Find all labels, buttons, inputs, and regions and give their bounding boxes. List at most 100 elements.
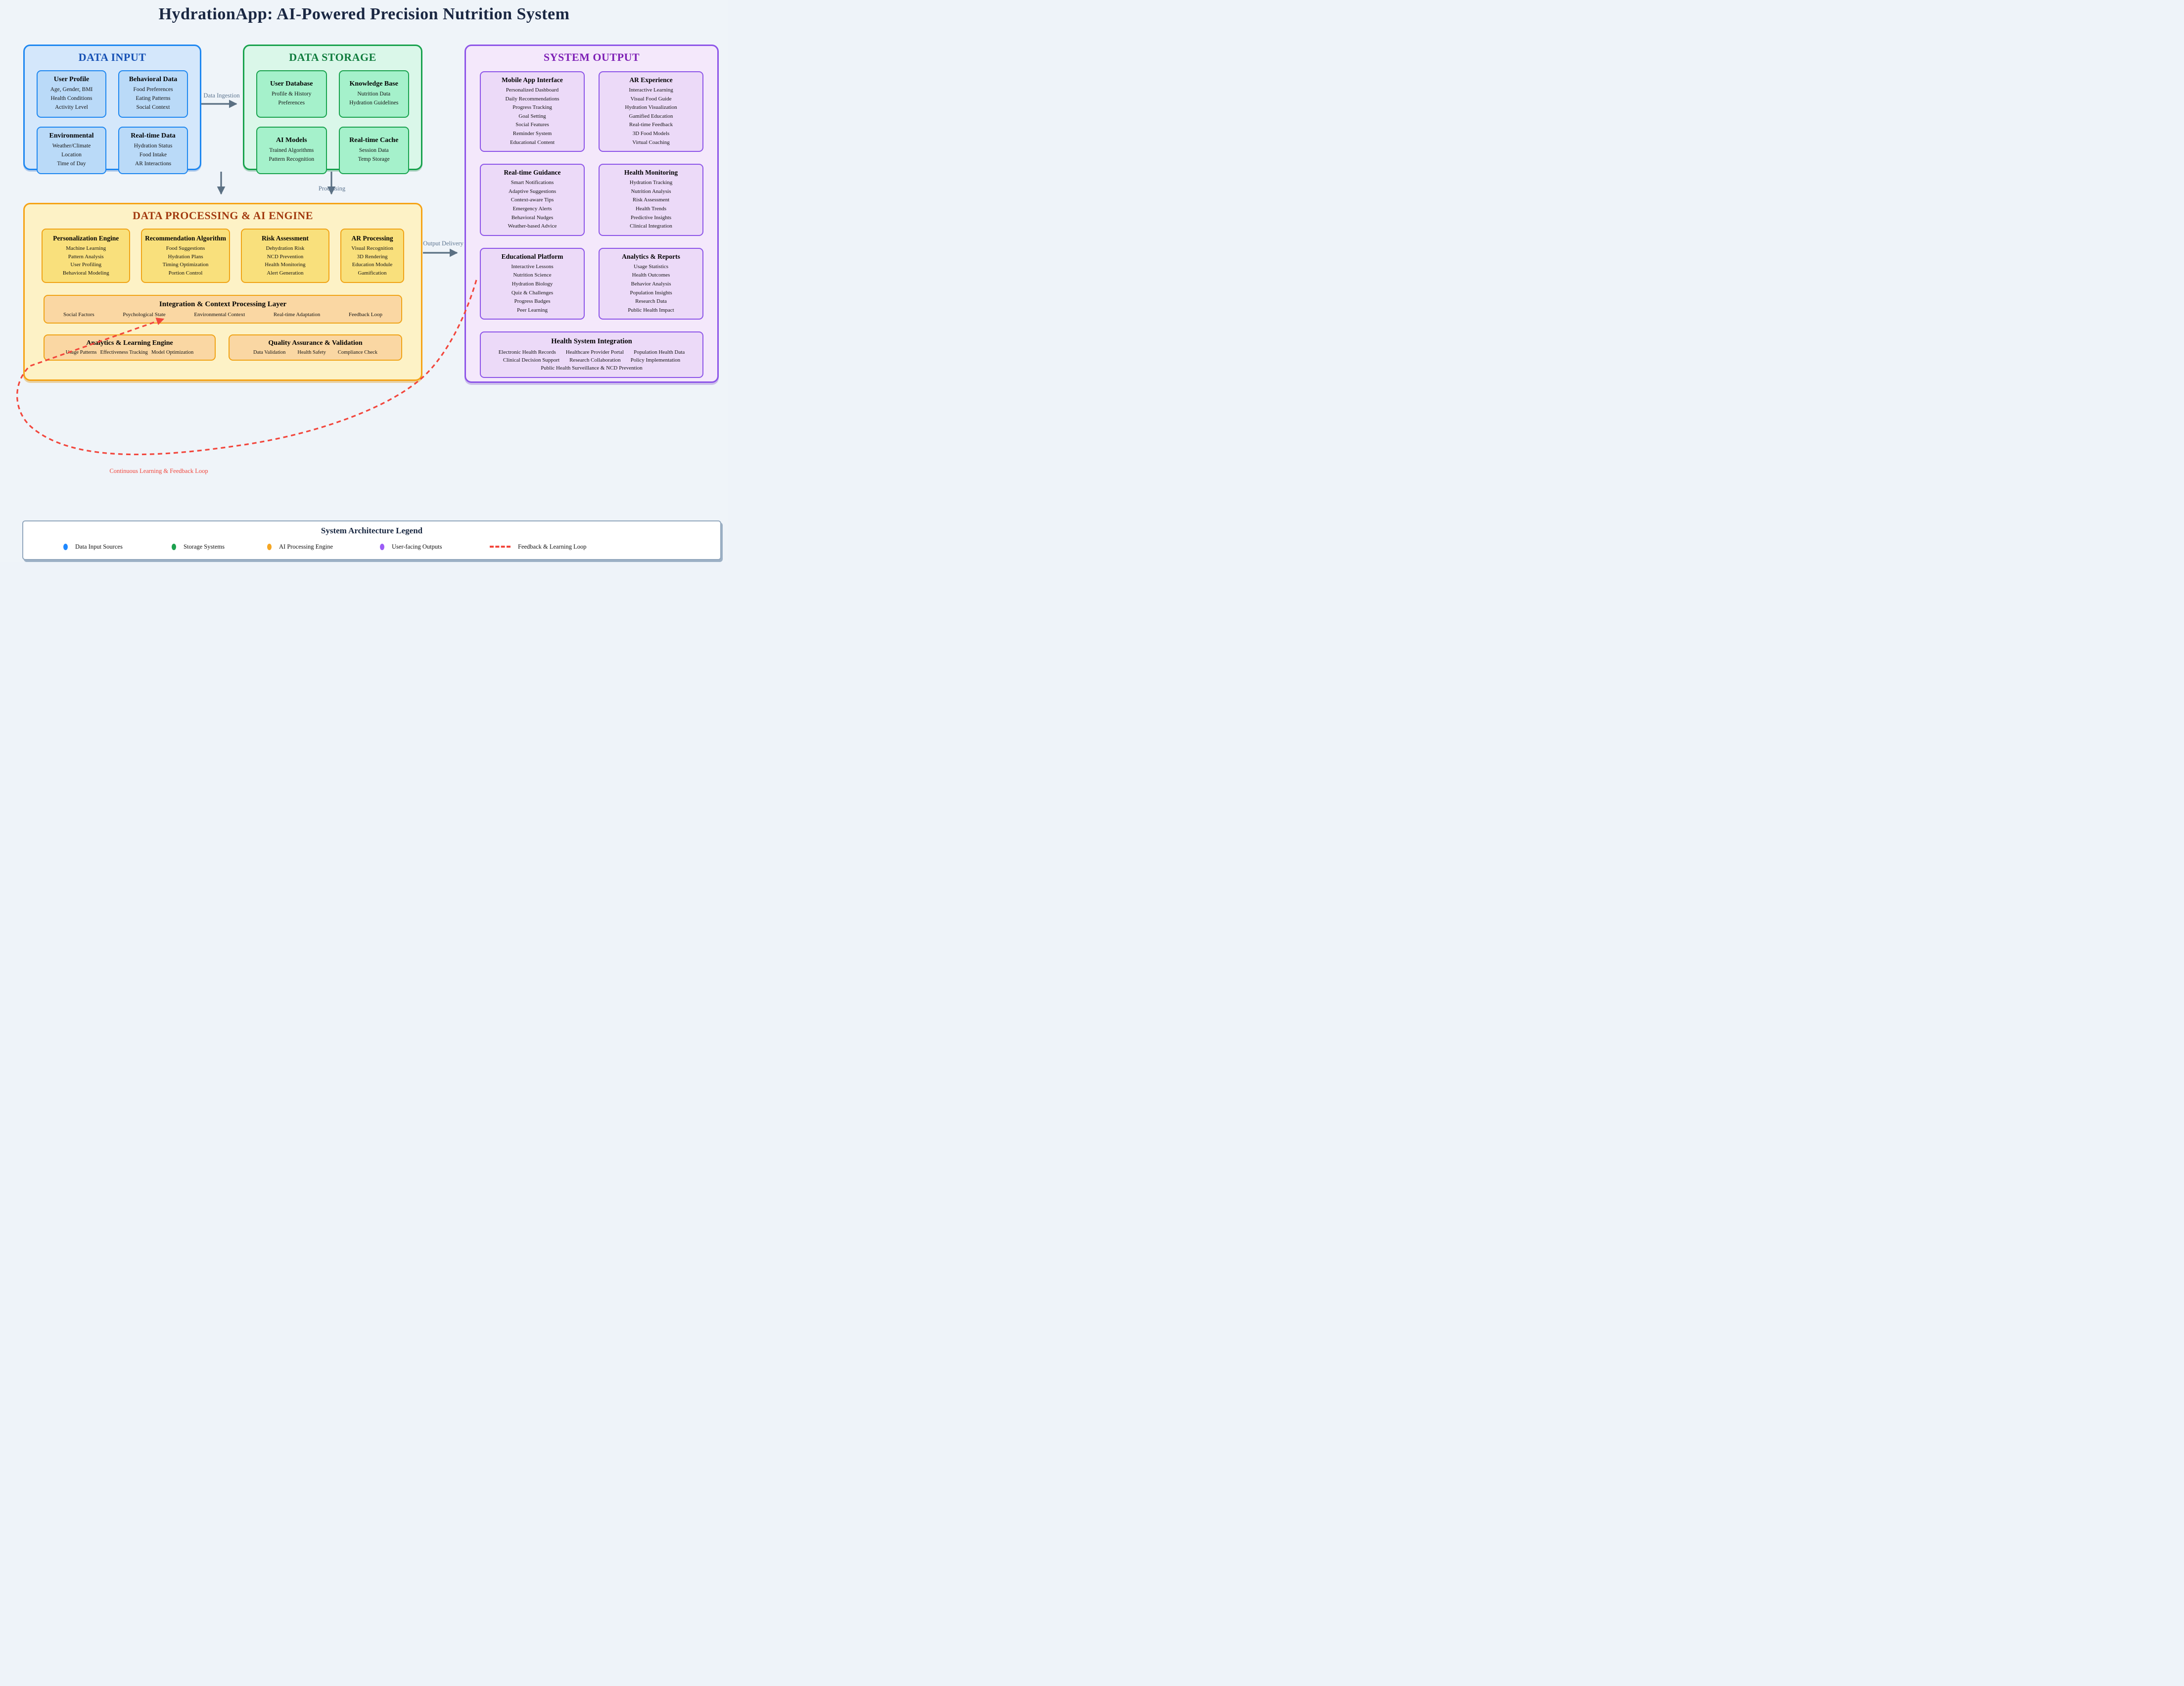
list-item: Smart Notifications — [511, 180, 554, 186]
list-item: Session Data — [359, 147, 389, 154]
list-item: Progress Badges — [514, 298, 551, 305]
legend-dot-icon — [172, 543, 176, 550]
list-item: Timing Optimization — [162, 262, 209, 268]
list-item: Behavior Analysis — [631, 281, 671, 287]
list-item: Compliance Check — [337, 350, 378, 355]
list-item: Interactive Lessons — [511, 263, 554, 270]
list-item: Usage Patterns — [65, 350, 97, 355]
list-item: User Profiling — [70, 262, 101, 268]
list-item: Hydration Visualization — [625, 104, 677, 111]
list-item: 3D Food Models — [632, 130, 670, 137]
list-item: Education Module — [352, 262, 393, 268]
list-item: AR Interactions — [135, 160, 172, 167]
list-item: Healthcare Provider Portal — [565, 349, 624, 356]
list-item: Pattern Recognition — [269, 156, 315, 162]
flow-label-feedback-loop: Continuous Learning & Feedback Loop — [109, 468, 208, 474]
list-item: Goal Setting — [518, 113, 546, 119]
list-item: Time of Day — [57, 160, 86, 167]
list-item: Public Health Impact — [628, 307, 674, 313]
list-item: 3D Rendering — [357, 253, 388, 260]
list-item: Personalized Dashboard — [506, 87, 559, 93]
list-item: Usage Statistics — [634, 263, 668, 270]
list-item: Adaptive Suggestions — [508, 188, 557, 194]
list-item: Portion Control — [168, 270, 203, 276]
list-item: Risk Assessment — [632, 197, 670, 203]
output-row-3: Educational Platform Interactive Lessons… — [466, 247, 717, 320]
list-item: Population Health Data — [634, 349, 685, 356]
list-item: Age, Gender, BMI — [50, 87, 93, 93]
list-item: Alert Generation — [267, 270, 304, 276]
legend-item-outputs: User-facing Outputs — [380, 540, 442, 553]
list-item: Context-aware Tips — [511, 197, 554, 203]
list-item: Interactive Learning — [629, 87, 673, 93]
subbox-integration-layer: Integration & Context Processing Layer S… — [44, 295, 402, 324]
list-item: Daily Recommendations — [505, 95, 559, 102]
list-item: Data Validation — [253, 350, 286, 355]
list-item: Health Conditions — [50, 95, 93, 102]
legend-item-storage: Storage Systems — [172, 540, 225, 553]
subbox-title: Risk Assessment — [261, 234, 309, 242]
section-title: DATA INPUT — [78, 51, 146, 63]
legend-dot-icon — [380, 543, 384, 550]
subbox-mobile-app-interface: Mobile App Interface Personalized Dashbo… — [480, 71, 585, 152]
legend-label: User-facing Outputs — [392, 543, 442, 550]
list-item: Feedback Loop — [348, 312, 382, 318]
list-item: Machine Learning — [66, 245, 106, 251]
list-item: Gamified Education — [629, 113, 673, 119]
list-item: Nutrition Science — [513, 272, 552, 279]
list-item: Health Safety — [297, 350, 326, 355]
subbox-title: Health System Integration — [551, 337, 632, 346]
subbox-title: Environmental — [49, 132, 94, 140]
section-data-storage: DATA STORAGE User Database Profile & His… — [243, 45, 422, 174]
list-item: NCD Prevention — [267, 253, 304, 260]
subbox-title: Behavioral Data — [129, 76, 178, 84]
legend-dot-icon — [267, 543, 272, 550]
processing-bottom-row: Analytics & Learning Engine Usage Patter… — [44, 334, 402, 361]
legend-items: Data Input Sources Storage Systems AI Pr… — [23, 540, 720, 555]
list-item: Social Factors — [63, 312, 94, 318]
section-title: DATA STORAGE — [289, 51, 376, 63]
list-item: Quiz & Challenges — [511, 289, 554, 296]
list-item: Population Insights — [630, 289, 672, 296]
section-title: DATA PROCESSING & AI ENGINE — [133, 209, 313, 222]
list-item: Trained Algorithms — [269, 147, 314, 154]
list-item: Pattern Analysis — [68, 253, 104, 260]
list-item: Social Features — [515, 122, 549, 128]
subbox-title: Analytics & Reports — [622, 252, 680, 260]
list-item: Clinical Decision Support — [503, 357, 560, 364]
subbox-title: Integration & Context Processing Layer — [159, 300, 287, 308]
legend-dash-icon — [490, 546, 511, 548]
list-item: Weather-based Advice — [508, 223, 557, 230]
list-item: Psychological State — [123, 312, 166, 318]
list-item: Preferences — [278, 100, 305, 106]
subbox-recommendation-algorithm: Recommendation Algorithm Food Suggestion… — [141, 229, 230, 283]
list-item: Profile & History — [272, 91, 312, 97]
list-item: Progress Tracking — [512, 104, 552, 111]
list-item: Model Optimization — [151, 350, 194, 355]
flow-label-processing: Processing — [318, 185, 346, 192]
section-data-processing: DATA PROCESSING & AI ENGINE Personalizat… — [23, 203, 422, 381]
